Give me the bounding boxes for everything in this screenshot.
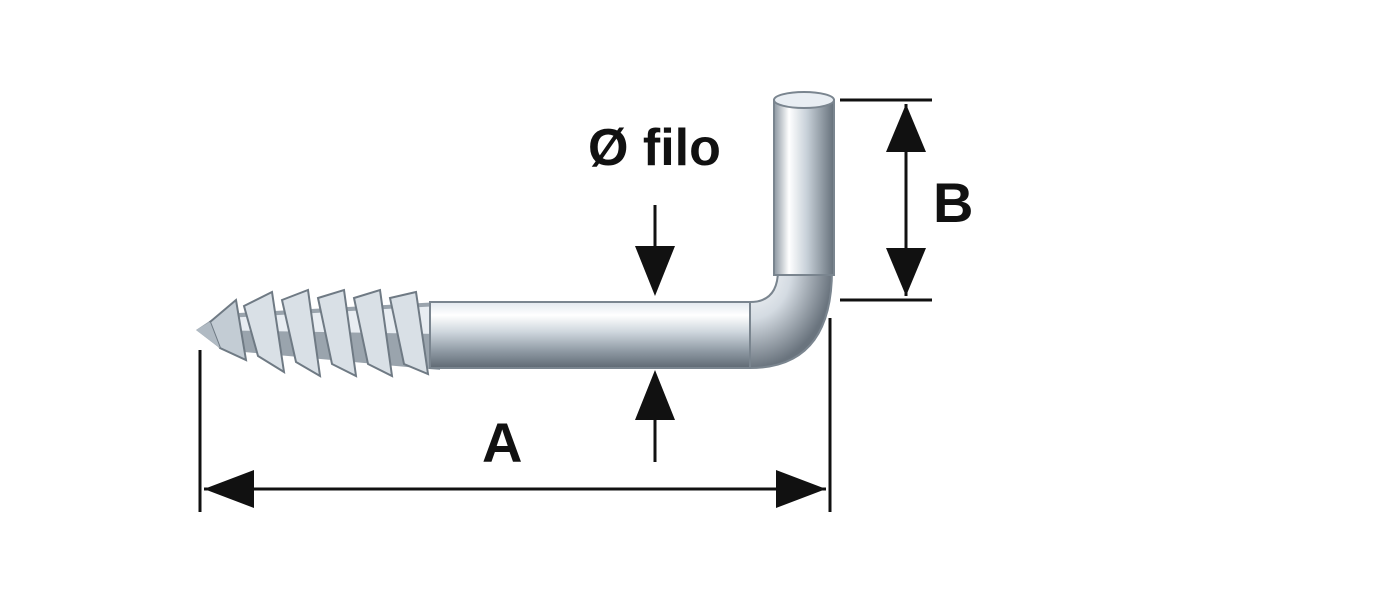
- hook-leg: [773, 99, 835, 276]
- wire-diameter-arrow-up: [635, 370, 675, 420]
- screw-thread: [196, 288, 440, 378]
- wire-diameter-arrow-down: [635, 246, 675, 296]
- hook-tip: [773, 91, 835, 109]
- hook-shank: [429, 301, 751, 369]
- dimension-b-arrow-down: [886, 248, 926, 296]
- dimension-a-label: A: [482, 411, 522, 474]
- screw-hook: [196, 91, 835, 378]
- hook-bend: [749, 269, 834, 370]
- dimension-b-label: B: [933, 171, 973, 234]
- dimension-a: A: [198, 318, 832, 512]
- dimension-b: B: [840, 98, 973, 302]
- dimension-wire-diameter: Ø filo: [588, 119, 721, 462]
- dimension-a-arrow-right: [776, 470, 826, 508]
- dimension-b-arrow-up: [886, 104, 926, 152]
- dimension-a-arrow-left: [204, 470, 254, 508]
- wire-diameter-label: Ø filo: [588, 119, 721, 177]
